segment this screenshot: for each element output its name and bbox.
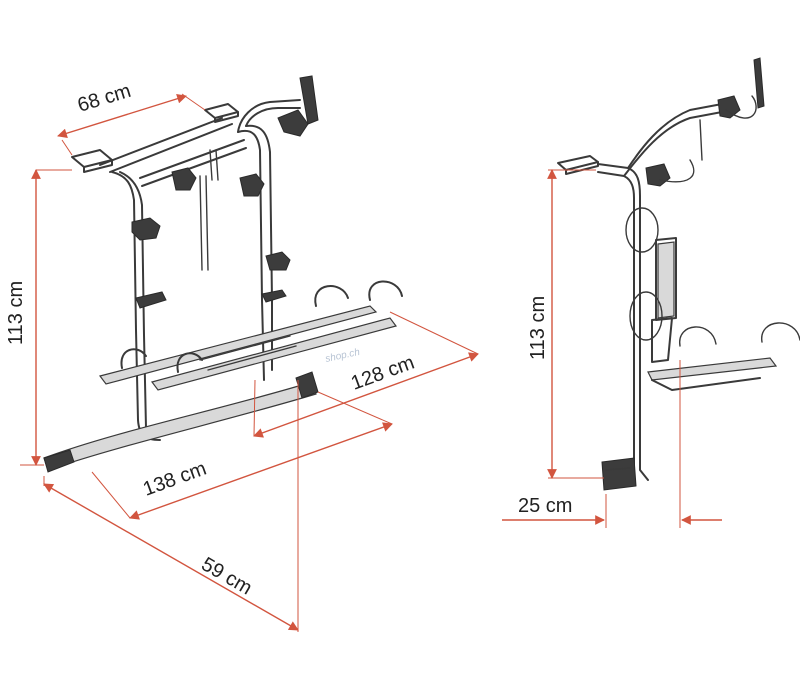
side-cable-loops: [625, 95, 757, 341]
label-height-side: 113 cm: [527, 296, 549, 360]
label-offset-side: 25 cm: [518, 495, 572, 517]
label-height-front: 113 cm: [5, 281, 27, 345]
top-mount-brackets: [71, 103, 239, 173]
label-width-top: 68 cm: [75, 80, 134, 117]
frame-clamps: [131, 75, 319, 309]
hanging-strap: [199, 149, 219, 271]
main-frame: [111, 99, 301, 441]
watermark-text: shop.ch: [324, 347, 361, 365]
side-frame: [557, 103, 723, 481]
lower-support-rail: [43, 371, 319, 473]
front-dimension-lines: [20, 93, 479, 632]
side-view: [502, 57, 800, 528]
dimension-labels: 68 cm 113 cm 128 cm 138 cm 59 cm 113 cm …: [5, 80, 572, 600]
side-dimension-lines: [502, 169, 722, 528]
label-rail-lower: 138 cm: [140, 458, 209, 501]
front-view: [20, 75, 479, 632]
side-clamps: [601, 57, 765, 491]
label-depth: 59 cm: [198, 553, 256, 599]
